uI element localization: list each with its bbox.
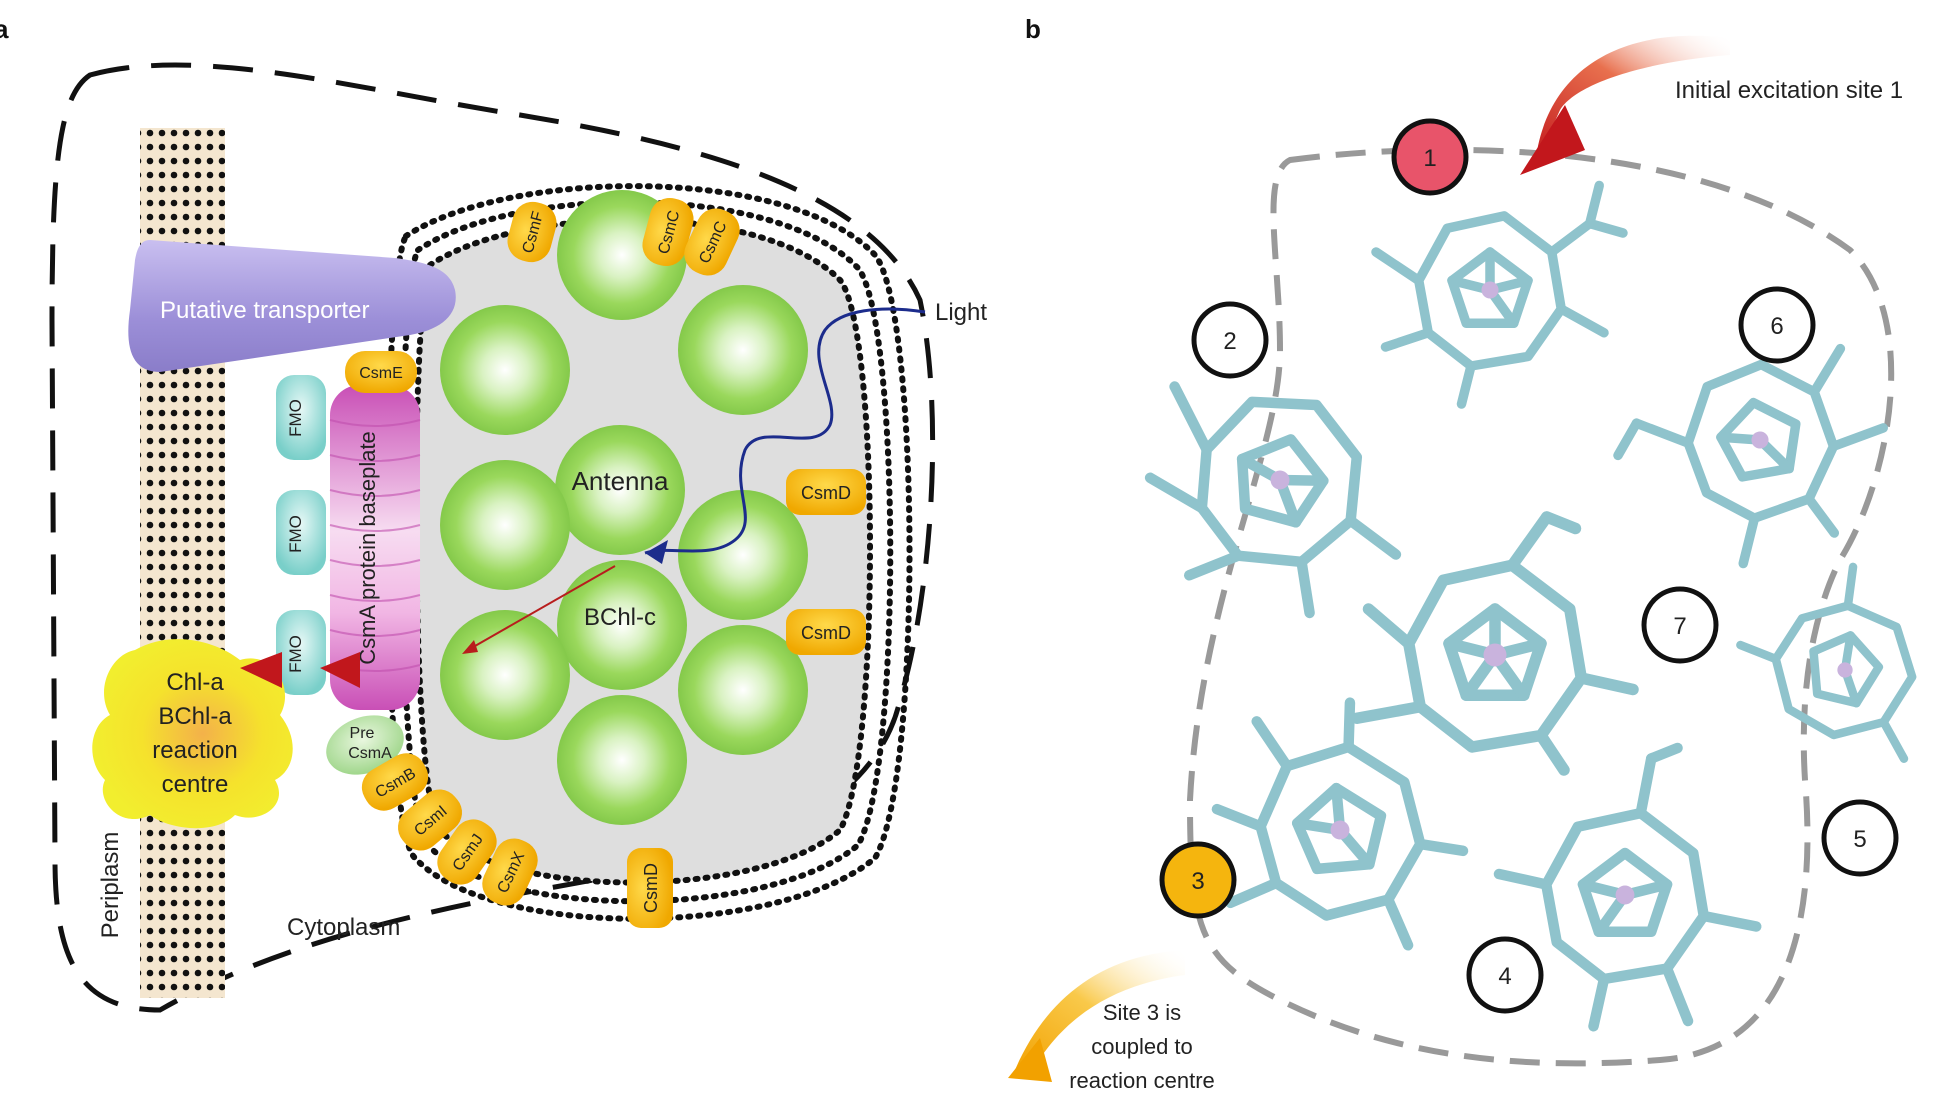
svg-text:4: 4 [1498,963,1511,990]
sphere-5 [440,460,570,590]
initial-excitation-arrow [1535,35,1730,166]
fmo-label-3: FMO [286,635,305,673]
rc-label-4: centre [162,771,229,798]
csmc-protein-2: CsmC [684,208,740,276]
fmo-3 [276,610,326,695]
site3-label-2: coupled to [1091,1034,1193,1059]
site-marker-2: 2 [1191,301,1269,379]
transfer-arrowhead-2 [320,652,360,688]
light-arrowhead [645,540,668,564]
light-path [644,307,926,555]
svg-text:7: 7 [1673,613,1686,640]
csmd-protein-3: CsmD [627,848,673,928]
light-label: Light [935,299,987,326]
site-marker-4: 4 [1466,936,1544,1014]
fmo-label-2: FMO [286,515,305,553]
bchl-molecule-site1 [1371,180,1628,409]
cell-envelope-dashed [49,62,936,1013]
csmf-protein: CsmF [507,201,557,263]
energy-transfer-arrowhead [462,640,478,654]
bchl-molecule-site4 [1493,742,1762,1032]
svg-text:CsmD: CsmD [801,623,851,643]
site3-coupling-arrow [1015,950,1185,1075]
fmo-1 [276,375,326,460]
initial-excitation-arrowhead [1520,105,1585,175]
svg-text:1: 1 [1423,145,1436,172]
fmo-label-1: FMO [286,399,305,437]
panel-b-letter: b [1025,14,1041,44]
svg-text:5: 5 [1853,826,1866,853]
site-marker-7: 7 [1641,586,1719,664]
energy-transfer-line [467,565,616,651]
reaction-centre [92,639,293,829]
sphere-3 [440,305,570,435]
csmx-protein: CsmX [482,838,538,906]
csme-protein: CsmE [345,351,417,393]
site3-label-3: reaction centre [1069,1068,1215,1093]
site3-coupling-arrowhead [1008,1038,1052,1082]
csm-proteins: CsmF CsmC CsmC CsmE CsmD CsmD CsmD CsmB [345,197,866,928]
rc-label-2: BChl-a [158,703,232,730]
pre-csma-label-1: Pre [350,725,375,742]
antenna-label: Antenna [572,466,669,496]
sphere-6 [678,490,808,620]
rc-label-3: reaction [152,737,237,764]
svg-text:CsmD: CsmD [641,863,661,913]
sphere-10 [557,695,687,825]
site-marker-5: 5 [1821,799,1899,877]
site-marker-3: 3 [1159,841,1237,919]
csmd-protein-1: CsmD [786,469,866,515]
bchl-molecule-site7 [1351,511,1639,776]
sphere-9 [678,625,808,755]
pre-csma [326,715,404,775]
site-region-dashed [1186,146,1895,1067]
initial-excitation-label: Initial excitation site 1 [1675,77,1903,104]
transporter-label: Putative transporter [160,297,369,324]
svg-text:2: 2 [1223,328,1236,355]
pre-csma-label-2: CsmA [348,745,392,762]
csmc-protein-1: CsmC [642,197,694,267]
csmj-protein: CsmJ [437,819,497,885]
site-marker-1: 1 [1391,118,1469,196]
fmo-2 [276,490,326,575]
rc-label-1: Chl-a [166,669,224,696]
transfer-arrowhead-1 [240,652,282,688]
sphere-7 [557,560,687,690]
svg-text:CsmE: CsmE [359,365,403,382]
panel-a-letter: a [0,14,9,44]
cytoplasm-label: Cytoplasm [287,914,400,941]
bchl-molecules [1144,180,1917,1032]
bchl-c-label: BChl-c [584,604,656,631]
csmd-protein-2: CsmD [786,609,866,655]
csmb-protein: CsmB [361,753,429,811]
bchl-molecule-site3 [1211,697,1469,951]
fmo-proteins [276,375,326,695]
baseplate-label: CsmA protein baseplate [355,431,380,665]
putative-transporter [128,240,456,372]
svg-text:6: 6 [1770,313,1783,340]
periplasm-label: Periplasm [97,832,124,939]
svg-text:3: 3 [1191,868,1204,895]
bchl-molecule-site2 [1144,381,1402,619]
site-marker-6: 6 [1738,286,1816,364]
site-markers: 1 2 3 4 5 6 7 [1159,118,1899,1014]
site3-label-1: Site 3 is [1103,1000,1181,1025]
sphere-2 [678,285,808,415]
svg-text:CsmD: CsmD [801,483,851,503]
bchl-molecule-site5 [1736,562,1917,763]
csmi-protein: CsmI [397,789,463,851]
bchl-molecule-site6 [1613,343,1889,569]
sphere-4 [555,425,685,555]
